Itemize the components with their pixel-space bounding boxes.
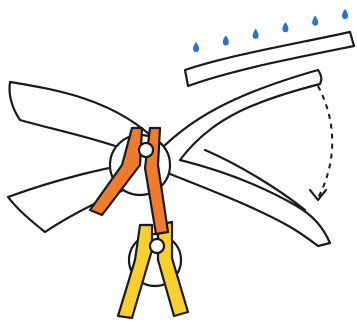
water-drop-icon — [193, 42, 199, 52]
wet-strip-top — [185, 32, 354, 86]
upper-clip-hole — [139, 143, 153, 157]
lower-clip-hole — [150, 239, 164, 253]
yellow-clothespin-icon — [118, 222, 188, 318]
hanging-strip-right — [160, 70, 330, 246]
arrow-head-icon — [310, 190, 326, 200]
water-drop-icon — [253, 29, 259, 39]
water-drop-icon — [282, 22, 288, 32]
water-drop-icon — [312, 16, 318, 26]
dashed-curved-arrow-icon — [318, 86, 332, 198]
water-drop-icon — [223, 35, 229, 45]
water-drop-icon — [342, 9, 348, 19]
lower-clip-right-jaw — [158, 222, 188, 316]
